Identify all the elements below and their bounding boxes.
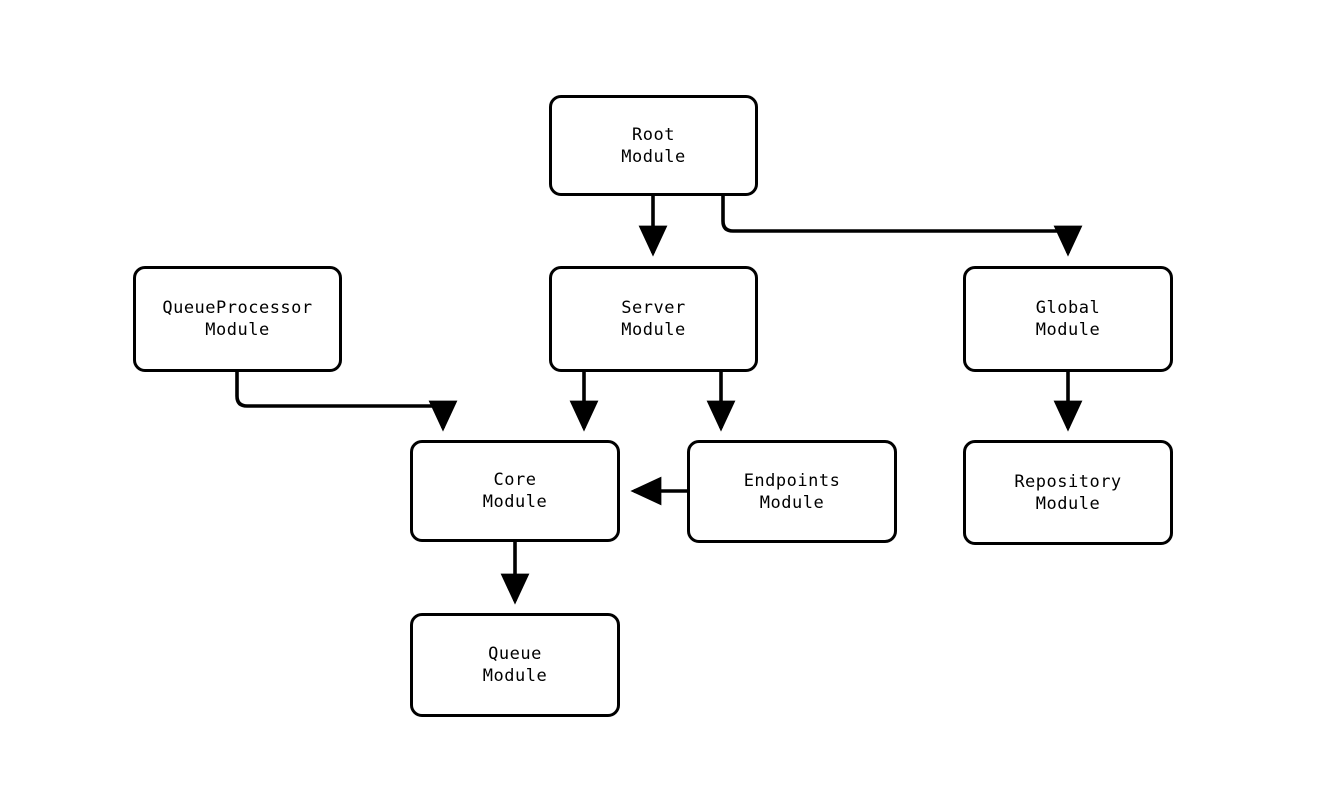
node-global-module-suffix: Module (1035, 320, 1101, 340)
node-server-module[interactable]: Server Module (549, 266, 758, 372)
node-queueprocessor-module-suffix: Module (205, 320, 270, 340)
node-global-module-name: Global (1035, 298, 1101, 318)
node-global-module[interactable]: Global Module (963, 266, 1173, 372)
node-queueprocessor-module-name: QueueProcessor (162, 298, 313, 318)
node-repository-module-name: Repository (1014, 471, 1122, 492)
node-core-module[interactable]: Core Module (410, 440, 620, 542)
node-queue-module-name: Queue (488, 644, 542, 664)
node-server-module-name: Server (621, 298, 686, 318)
node-endpoints-module-name: Endpoints (743, 470, 841, 491)
node-server-module-suffix: Module (621, 320, 686, 340)
node-queueprocessor-module[interactable]: QueueProcessor Module (133, 266, 342, 372)
node-core-module-suffix: Module (482, 492, 548, 512)
node-root-module-suffix: Module (621, 146, 686, 167)
node-repository-module-suffix: Module (1035, 493, 1101, 514)
node-core-module-name: Core (493, 470, 537, 490)
node-root-module-name: Root (632, 124, 675, 145)
node-repository-module[interactable]: Repository Module (963, 440, 1173, 545)
edge-queueprocessor-to-core (235, 372, 458, 432)
node-root-module[interactable]: Root Module (549, 95, 758, 196)
node-endpoints-module[interactable]: Endpoints Module (687, 440, 897, 543)
edge-root-to-global (721, 196, 1083, 257)
node-queue-module[interactable]: Queue Module (410, 613, 620, 717)
node-queue-module-suffix: Module (482, 666, 548, 686)
node-endpoints-module-suffix: Module (759, 492, 825, 513)
